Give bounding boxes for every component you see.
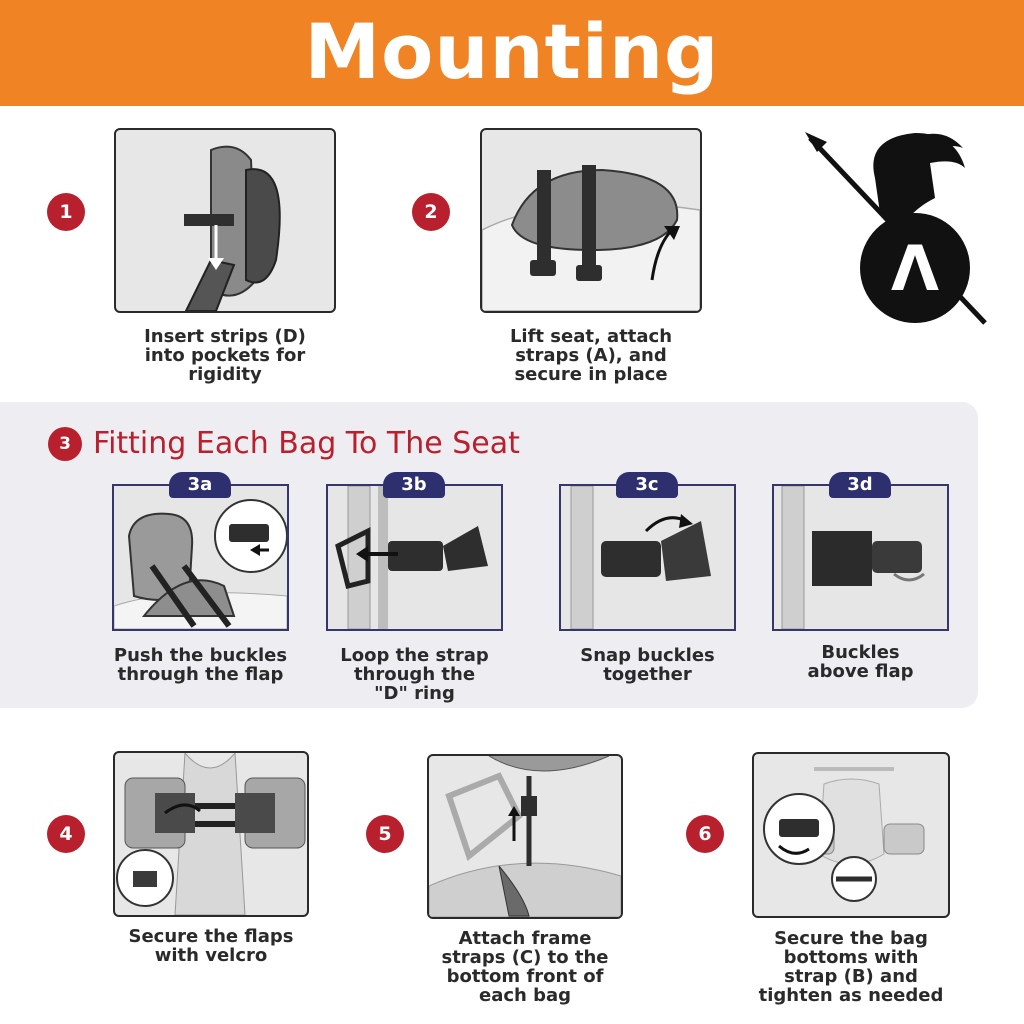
page-title: Mounting [304,7,720,96]
step-number-3: 3 [48,427,82,461]
caption-line: straps (C) to the [441,947,609,968]
fitting-section-title: Fitting Each Bag To The Seat [93,426,520,461]
caption-line: Buckles [821,642,900,663]
step-4-caption: Secure the flaps with velcro [113,927,309,965]
caption-line: Push the buckles [113,645,288,666]
caption-line: Lift seat, attach [509,326,673,347]
spartan-helmet-logo: Λ [805,128,990,328]
step-2-caption: Lift seat, attach straps (A), and secure… [480,327,702,384]
caption-line: Secure the bag [774,928,928,949]
caption-line: bottom front of [446,966,604,987]
caption-line: above flap [807,661,914,682]
substep-3c-illustration [559,484,736,631]
caption-line: through the flap [117,664,284,685]
step-4-illustration [113,751,309,917]
substep-tag-3b: 3b [383,472,445,498]
step-5-caption: Attach frame straps (C) to the bottom fr… [427,929,623,1005]
caption-line: into pockets for [144,345,306,366]
caption-line: Attach frame [458,928,592,949]
caption-line: "D" ring [374,683,455,704]
caption-line: with velcro [154,945,268,966]
step-6-illustration [752,752,950,918]
step-number-4: 4 [47,815,85,853]
caption-line: tighten as needed [758,985,944,1006]
caption-line: Snap buckles [580,645,715,666]
step-2-illustration [480,128,702,313]
step-1-illustration [114,128,336,313]
caption-line: Loop the strap [340,645,489,666]
substep-3c-caption: Snap buckles together [539,646,756,684]
step-5-illustration [427,754,623,919]
substep-3a-illustration [112,484,289,631]
header-banner [0,0,1024,106]
logo-letter: Λ [891,232,939,305]
step-6-caption: Secure the bag bottoms with strap (B) an… [752,929,950,1005]
substep-tag-3d: 3d [829,472,891,498]
step-1-caption: Insert strips (D) into pockets for rigid… [114,327,336,384]
step-number-5: 5 [366,815,404,853]
step-number-2: 2 [412,193,450,231]
substep-3d-illustration [772,484,949,631]
caption-line: through the [353,664,476,685]
step-number-6: 6 [686,815,724,853]
substep-3b-illustration [326,484,503,631]
substep-tag-3c: 3c [616,472,678,498]
substep-tag-3a: 3a [169,472,231,498]
step-number-1: 1 [47,193,85,231]
caption-line: Secure the flaps [128,926,294,947]
caption-line: strap (B) and [784,966,918,987]
caption-line: bottoms with [783,947,919,968]
caption-line: each bag [478,985,572,1006]
caption-line: Insert strips (D) [144,326,306,347]
caption-line: secure in place [514,364,668,385]
caption-line: together [603,664,692,685]
substep-3a-caption: Push the buckles through the flap [92,646,309,684]
caption-line: straps (A), and [515,345,667,366]
substep-3b-caption: Loop the strap through the "D" ring [306,646,523,703]
caption-line: rigidity [188,364,262,385]
substep-3d-caption: Buckles above flap [752,643,969,681]
